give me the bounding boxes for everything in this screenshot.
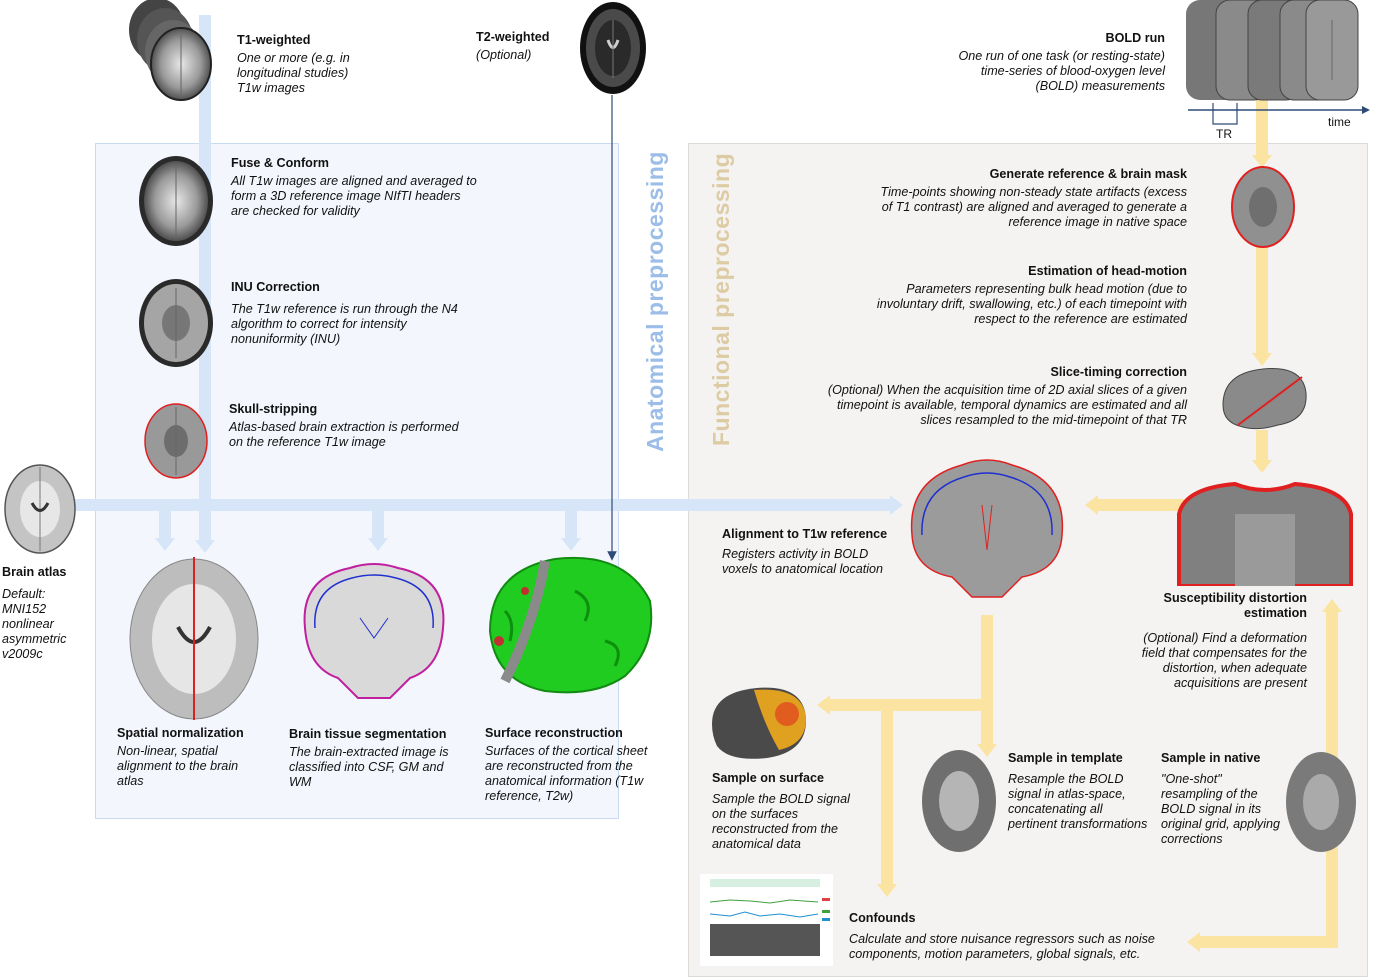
tr-label: TR xyxy=(1216,127,1232,141)
skull-stripping-block: Skull-stripping Atlas-based brain extrac… xyxy=(229,402,469,450)
align-desc: Registers activity in BOLD voxels to ana… xyxy=(722,547,884,576)
fuse-brain-image xyxy=(139,156,213,246)
bold-reference-brain-image xyxy=(1231,166,1295,248)
anat-flow-arrows xyxy=(70,15,903,553)
brain-atlas-block: Brain atlas Default: MNI152 nonlinear as… xyxy=(2,565,77,662)
norm-desc: Non-linear, spatial alignment to the bra… xyxy=(117,744,239,788)
bold-run-stack xyxy=(1186,0,1359,101)
sdc-title: Susceptibility distortion estimation xyxy=(1163,591,1307,620)
surface-reconstruction-block: Surface reconstruction Surfaces of the c… xyxy=(485,726,655,804)
native-sampled-brain-image xyxy=(1286,752,1356,852)
fuse-title: Fuse & Conform xyxy=(231,156,329,170)
fuse-conform-block: Fuse & Conform All T1w images are aligne… xyxy=(231,156,481,219)
surface-title: Sample on surface xyxy=(712,771,824,785)
motion-title: Estimation of head-motion xyxy=(1028,264,1187,278)
skull-title: Skull-stripping xyxy=(229,402,318,416)
inu-desc: The T1w reference is run through the N4 … xyxy=(231,302,458,346)
inu-correction-block: INU Correction The T1w reference is run … xyxy=(231,280,461,347)
bold-time-axis xyxy=(1188,103,1370,125)
inu-brain-image xyxy=(139,279,213,367)
skull-desc: Atlas-based brain extraction is performe… xyxy=(229,420,459,449)
surface-sampled-brain-image xyxy=(712,687,807,759)
t1-weighted-block: T1-weighted One or more (e.g. in longitu… xyxy=(237,33,407,96)
brain-atlas-image xyxy=(4,464,76,554)
func-flow-arrows xyxy=(817,97,1342,952)
t1-desc: One or more (e.g. in longitudinal studie… xyxy=(237,51,350,95)
sample-surface-block: Sample on surface Sample the BOLD signal… xyxy=(712,771,862,852)
motion-desc: Parameters representing bulk head motion… xyxy=(876,282,1187,326)
spatial-normalization-block: Spatial normalization Non-linear, spatia… xyxy=(117,726,257,789)
stc-desc: (Optional) When the acquisition time of … xyxy=(827,383,1187,427)
t2-desc: (Optional) xyxy=(476,48,532,62)
alignment-block: Alignment to T1w reference Registers act… xyxy=(722,527,902,577)
confounds-desc: Calculate and store nuisance regressors … xyxy=(849,932,1155,961)
template-title: Sample in template xyxy=(1008,751,1123,765)
norm-title: Spatial normalization xyxy=(117,726,244,740)
alignment-brain-image xyxy=(910,459,1064,598)
confounds-block: Confounds Calculate and store nuisance r… xyxy=(849,911,1179,962)
surface-desc: Sample the BOLD signal on the surfaces r… xyxy=(712,792,850,851)
seg-desc: The brain-extracted image is classified … xyxy=(289,745,449,789)
sample-template-block: Sample in template Resample the BOLD sig… xyxy=(1008,751,1148,832)
atlas-title: Brain atlas xyxy=(2,565,67,579)
bold-run-block: BOLD run One run of one task (or resting… xyxy=(945,31,1166,94)
inu-title: INU Correction xyxy=(231,280,320,294)
seg-title: Brain tissue segmentation xyxy=(289,727,447,741)
surf-title: Surface reconstruction xyxy=(485,726,623,740)
distortion-brain-image xyxy=(1177,481,1353,586)
tissue-segmentation-block: Brain tissue segmentation The brain-extr… xyxy=(289,727,459,790)
t2-weighted-block: T2-weighted (Optional) xyxy=(476,30,576,63)
time-axis-label: time xyxy=(1328,115,1351,129)
confounds-plot-image xyxy=(700,874,833,966)
native-desc: "One-shot" resampling of the BOLD signal… xyxy=(1161,772,1281,846)
sdc-desc: (Optional) Find a deformation field that… xyxy=(1141,631,1307,690)
native-title: Sample in native xyxy=(1161,751,1261,765)
slice-timing-block: Slice-timing correction (Optional) When … xyxy=(827,365,1187,428)
distortion-estimation-block: Susceptibility distortion estimation (Op… xyxy=(1130,591,1307,691)
sample-native-block: Sample in native "One-shot" resampling o… xyxy=(1161,751,1283,847)
ref-desc: Time-points showing non-steady state art… xyxy=(880,185,1187,229)
atlas-desc: Default: MNI152 nonlinear asymmetric v20… xyxy=(2,587,67,661)
generate-reference-block: Generate reference & brain mask Time-poi… xyxy=(830,167,1187,230)
segmentation-brain-image xyxy=(303,563,445,699)
slice-timing-brain-image xyxy=(1222,368,1307,430)
stc-title: Slice-timing correction xyxy=(1050,365,1187,379)
bold-title: BOLD run xyxy=(1105,31,1165,45)
surface-reconstruction-image xyxy=(488,557,653,694)
head-motion-block: Estimation of head-motion Parameters rep… xyxy=(855,264,1187,327)
t2-title: T2-weighted xyxy=(476,30,550,44)
confounds-title: Confounds xyxy=(849,911,916,925)
template-sampled-brain-image xyxy=(922,750,996,852)
ref-title: Generate reference & brain mask xyxy=(989,167,1187,181)
align-title: Alignment to T1w reference xyxy=(722,527,888,541)
t1-title: T1-weighted xyxy=(237,33,311,47)
surf-desc: Surfaces of the cortical sheet are recon… xyxy=(485,744,648,803)
t1-image-stack xyxy=(129,0,212,101)
bold-desc: One run of one task (or resting-state) t… xyxy=(958,49,1166,93)
template-desc: Resample the BOLD signal in atlas-space,… xyxy=(1008,772,1148,831)
normalized-brain-image xyxy=(129,557,259,720)
fuse-desc: All T1w images are aligned and averaged … xyxy=(231,174,477,218)
skull-stripped-brain-image xyxy=(144,403,208,479)
t2-image xyxy=(580,2,646,94)
